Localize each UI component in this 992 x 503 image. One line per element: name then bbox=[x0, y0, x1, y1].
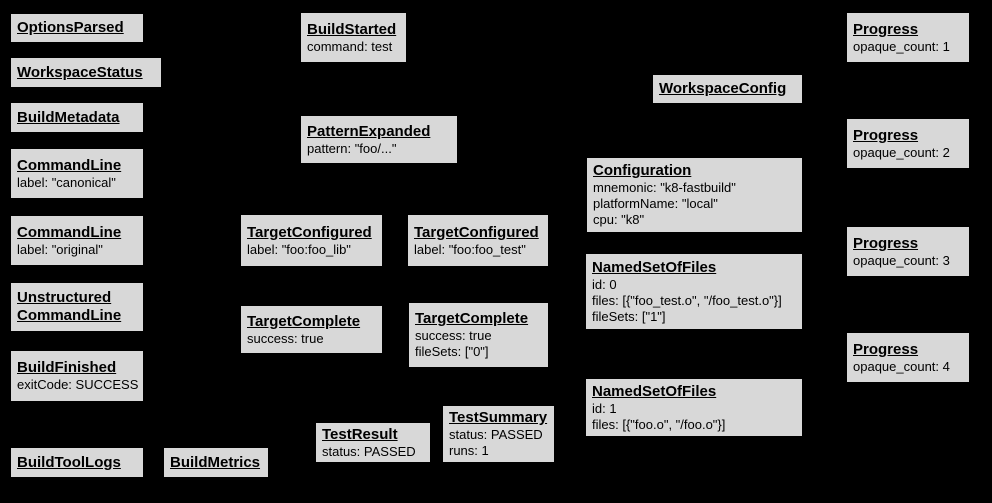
node-title: Configuration bbox=[593, 162, 692, 179]
node-progress-1: Progress opaque_count: 1 bbox=[846, 12, 970, 63]
node-line: id: 0 bbox=[592, 276, 617, 292]
node-line: runs: 1 bbox=[449, 443, 489, 458]
node-command-line-canonical: CommandLine label: "canonical" bbox=[10, 148, 144, 199]
node-line: label: "original" bbox=[17, 241, 103, 257]
node-command-line-original: CommandLine label: "original" bbox=[10, 215, 144, 266]
node-line: status: PASSED bbox=[449, 427, 543, 442]
node-title: WorkspaceConfig bbox=[659, 80, 787, 97]
node-title: TestResult bbox=[322, 425, 398, 443]
node-line: command: test bbox=[307, 38, 393, 54]
node-test-result: TestResult status: PASSED bbox=[315, 422, 431, 463]
node-line: success: true bbox=[247, 330, 324, 346]
node-title: TargetConfigured bbox=[247, 223, 372, 241]
node-title: PatternExpanded bbox=[307, 122, 431, 140]
node-options-parsed: OptionsParsed bbox=[10, 13, 144, 43]
node-title: Progress bbox=[853, 234, 919, 252]
node-build-tool-logs: BuildToolLogs bbox=[10, 447, 144, 478]
node-progress-3: Progress opaque_count: 3 bbox=[846, 226, 970, 277]
node-line: label: "foo:foo_test" bbox=[414, 241, 526, 257]
node-line: id: 1 bbox=[592, 400, 617, 416]
node-title: NamedSetOfFiles bbox=[592, 382, 717, 400]
node-target-configured-foo-test: TargetConfigured label: "foo:foo_test" bbox=[407, 214, 549, 267]
node-title: TargetComplete bbox=[415, 310, 529, 327]
node-line: fileSets: ["0"] bbox=[415, 344, 489, 359]
node-line: exitCode: SUCCESS bbox=[17, 377, 139, 392]
node-title: Progress bbox=[853, 340, 919, 358]
node-title: BuildMetadata bbox=[17, 108, 120, 126]
node-line: opaque_count: 1 bbox=[853, 38, 950, 54]
node-build-started: BuildStarted command: test bbox=[300, 12, 407, 63]
node-line: pattern: "foo/..." bbox=[307, 140, 397, 156]
node-build-metadata: BuildMetadata bbox=[10, 102, 144, 133]
node-line: status: PASSED bbox=[322, 443, 416, 459]
node-title: BuildToolLogs bbox=[17, 453, 121, 471]
node-test-summary: TestSummary status: PASSED runs: 1 bbox=[442, 405, 555, 463]
node-progress-4: Progress opaque_count: 4 bbox=[846, 332, 970, 383]
node-line: fileSets: ["1"] bbox=[592, 308, 666, 324]
node-title: CommandLine bbox=[17, 156, 122, 174]
node-title: Progress bbox=[853, 20, 919, 38]
node-pattern-expanded: PatternExpanded pattern: "foo/..." bbox=[300, 115, 458, 164]
node-workspace-config: WorkspaceConfig bbox=[652, 74, 803, 104]
node-line: files: [{"foo.o", "/foo.o"}] bbox=[592, 416, 726, 432]
node-title: TargetConfigured bbox=[414, 223, 539, 241]
node-named-set-of-files-0: NamedSetOfFiles id: 0 files: [{"foo_test… bbox=[585, 253, 803, 330]
node-line: label: "canonical" bbox=[17, 174, 116, 190]
node-title: CommandLine bbox=[17, 223, 122, 241]
node-title: NamedSetOfFiles bbox=[592, 258, 717, 276]
node-target-configured-foo-lib: TargetConfigured label: "foo:foo_lib" bbox=[240, 214, 383, 267]
node-line: label: "foo:foo_lib" bbox=[247, 241, 351, 257]
node-title: TestSummary bbox=[449, 409, 548, 426]
node-title: TargetComplete bbox=[247, 312, 361, 330]
node-line: cpu: "k8" bbox=[593, 212, 645, 227]
node-title: OptionsParsed bbox=[17, 19, 124, 36]
node-line: opaque_count: 4 bbox=[853, 358, 950, 374]
node-title: WorkspaceStatus bbox=[17, 63, 143, 81]
node-line: platformName: "local" bbox=[593, 196, 718, 211]
node-title: BuildMetrics bbox=[170, 453, 261, 471]
node-line: opaque_count: 3 bbox=[853, 252, 950, 268]
node-line: mnemonic: "k8-fastbuild" bbox=[593, 180, 736, 195]
node-title: Unstructured CommandLine bbox=[17, 289, 122, 324]
node-title: BuildStarted bbox=[307, 20, 397, 38]
node-named-set-of-files-1: NamedSetOfFiles id: 1 files: [{"foo.o", … bbox=[585, 378, 803, 437]
node-build-metrics: BuildMetrics bbox=[163, 447, 269, 478]
node-build-finished: BuildFinished exitCode: SUCCESS bbox=[10, 350, 144, 402]
node-line: opaque_count: 2 bbox=[853, 144, 950, 160]
node-title: Progress bbox=[853, 126, 919, 144]
node-progress-2: Progress opaque_count: 2 bbox=[846, 118, 970, 169]
node-unstructured-command-line: Unstructured CommandLine bbox=[10, 282, 144, 332]
node-target-complete-lib: TargetComplete success: true bbox=[240, 305, 383, 354]
node-title: BuildFinished bbox=[17, 359, 117, 376]
node-workspace-status: WorkspaceStatus bbox=[10, 57, 162, 88]
node-line: files: [{"foo_test.o", "/foo_test.o"}] bbox=[592, 292, 782, 308]
node-line: success: true bbox=[415, 328, 492, 343]
node-target-complete-test: TargetComplete success: true fileSets: [… bbox=[408, 302, 549, 368]
node-configuration: Configuration mnemonic: "k8-fastbuild" p… bbox=[586, 157, 803, 233]
